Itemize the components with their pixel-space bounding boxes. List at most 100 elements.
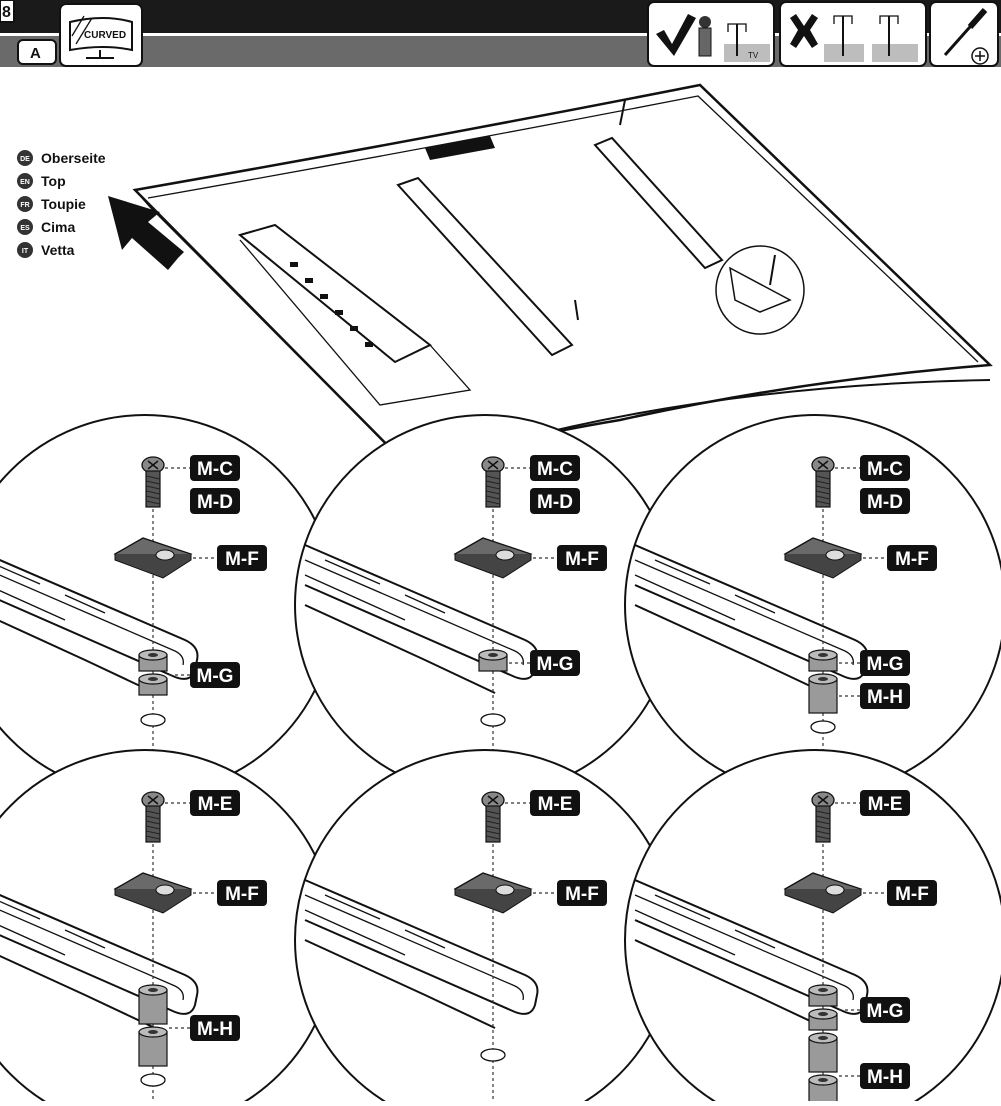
language-item-it: IT Vetta <box>17 242 75 258</box>
spacer-m-h <box>138 984 168 1067</box>
orientation-arrow <box>108 196 184 270</box>
svg-text:M-E: M-E <box>198 794 233 815</box>
part-label: M-E <box>190 790 240 816</box>
screw-part <box>811 456 835 508</box>
svg-text:M-H: M-H <box>867 687 903 708</box>
language-code: IT <box>22 248 29 255</box>
svg-text:M-F: M-F <box>565 549 599 570</box>
part-label: M-D <box>530 488 580 514</box>
washer-plate <box>113 872 193 914</box>
spacer-m-h <box>808 673 838 714</box>
svg-text:M-G: M-G <box>197 666 234 687</box>
svg-text:M-H: M-H <box>197 1019 233 1040</box>
washer-plate <box>783 537 863 579</box>
part-label: M-F <box>887 880 937 906</box>
tv-back-illustration <box>132 83 993 470</box>
language-item-es: ES Cima <box>17 219 75 235</box>
step-number-box <box>0 0 15 23</box>
language-code-badge <box>17 173 33 189</box>
detail-circle-1: M-C M-D M-F M-G <box>0 414 336 796</box>
part-label: M-H <box>860 1063 910 1089</box>
language-code-badge <box>17 242 33 258</box>
washer-plate <box>453 872 533 914</box>
spacer-m-g <box>808 984 838 1031</box>
part-label: M-F <box>217 545 267 571</box>
language-item-de: DE Oberseite <box>17 150 106 166</box>
part-label: M-H <box>860 683 910 709</box>
detail-circle-4: M-E M-F M-H <box>0 749 336 1106</box>
language-code: DE <box>20 156 30 163</box>
language-label: Toupie <box>41 196 86 212</box>
part-label: M-G <box>860 997 910 1023</box>
svg-text:M-D: M-D <box>197 492 233 513</box>
mount-hole <box>140 1073 166 1087</box>
language-label: Cima <box>41 219 75 235</box>
part-label: M-E <box>530 790 580 816</box>
svg-text:M-E: M-E <box>538 794 573 815</box>
step-number: 8 <box>2 4 11 21</box>
svg-text:M-G: M-G <box>867 654 904 675</box>
detail-circle-2: M-C M-D M-F M-G <box>294 414 676 796</box>
washer-plate <box>783 872 863 914</box>
svg-text:M-F: M-F <box>565 884 599 905</box>
part-label: M-H <box>190 1015 240 1041</box>
language-code-badge <box>17 219 33 235</box>
mount-hole <box>480 1048 506 1062</box>
svg-text:M-C: M-C <box>537 459 573 480</box>
sub-step-label: A <box>30 45 41 62</box>
svg-text:M-G: M-G <box>867 1001 904 1022</box>
part-label: M-G <box>530 650 580 676</box>
svg-text:M-F: M-F <box>225 884 259 905</box>
svg-text:M-E: M-E <box>868 794 903 815</box>
part-label: M-G <box>860 650 910 676</box>
language-label: Top <box>41 173 66 189</box>
mount-hole <box>480 713 506 727</box>
part-label: M-F <box>557 880 607 906</box>
mount-hole <box>140 713 166 727</box>
language-item-fr: FR Toupie <box>17 196 86 212</box>
washer-plate <box>113 537 193 579</box>
tv-tag: TV <box>748 51 759 60</box>
part-label: M-F <box>887 545 937 571</box>
screw-part <box>481 456 505 508</box>
part-label: M-G <box>190 662 240 688</box>
svg-text:M-F: M-F <box>895 549 929 570</box>
svg-text:M-C: M-C <box>867 459 903 480</box>
detail-circle-6: M-E M-F M-G M-H <box>624 749 1001 1106</box>
spacer-m-g <box>808 649 838 672</box>
language-code: FR <box>20 202 29 209</box>
language-label: Vetta <box>41 242 75 258</box>
language-code-badge <box>17 150 33 166</box>
svg-text:M-C: M-C <box>197 459 233 480</box>
detail-circle-5: M-E M-F <box>294 749 676 1106</box>
part-label: M-C <box>530 455 580 481</box>
check-icon: TV <box>647 1 775 67</box>
part-label: M-D <box>190 488 240 514</box>
language-code-badge <box>17 196 33 212</box>
svg-text:M-G: M-G <box>537 654 574 675</box>
svg-text:M-D: M-D <box>537 492 573 513</box>
language-code: ES <box>20 225 30 232</box>
spacer-m-g <box>138 649 168 696</box>
part-label: M-C <box>190 455 240 481</box>
screw-part <box>141 791 165 843</box>
curved-tv-icon: CURVED <box>59 3 143 67</box>
svg-text:M-F: M-F <box>225 549 259 570</box>
header-bar: 8 A CURVED TV <box>0 0 1001 67</box>
svg-text:M-H: M-H <box>867 1067 903 1088</box>
sub-step-box <box>17 39 57 65</box>
part-label: M-C <box>860 455 910 481</box>
washer-plate <box>453 537 533 579</box>
curved-logo-text: CURVED <box>84 30 126 41</box>
svg-text:M-F: M-F <box>895 884 929 905</box>
spacer-m-h <box>808 1032 838 1106</box>
cross-icon <box>779 1 927 67</box>
screw-part <box>141 456 165 508</box>
detail-circle-3: M-CM-DM-FM-GM-H <box>624 414 1001 796</box>
language-label: Oberseite <box>41 150 106 166</box>
mount-hole <box>810 720 836 734</box>
screw-part <box>481 791 505 843</box>
